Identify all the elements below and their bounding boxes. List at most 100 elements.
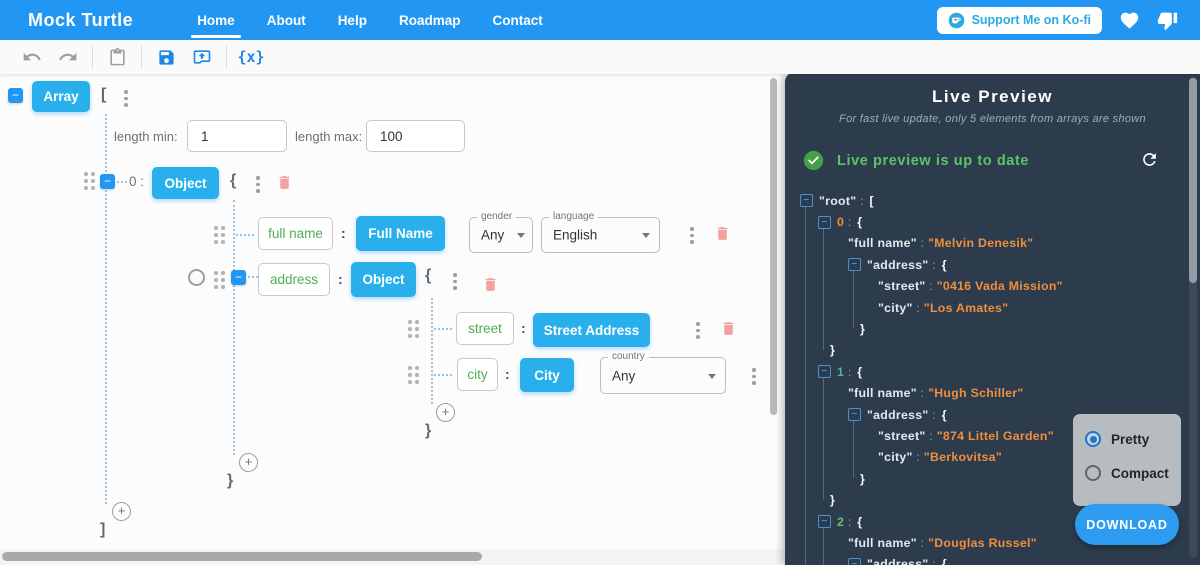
tree-line: −0 : { [800,211,1190,232]
json-key: 0 [837,215,845,230]
colon: : [338,271,343,287]
radio-unselected-icon[interactable] [1085,465,1101,481]
collapse-node-icon[interactable]: − [818,365,831,379]
collapse-object-icon[interactable] [100,174,115,189]
toolbar-separator [226,46,227,68]
nav-item-help[interactable]: Help [337,12,367,28]
drag-handle-icon[interactable] [408,320,419,338]
tree-guide-line [853,271,854,329]
main-nav: Home About Help Roadmap Contact [181,0,559,40]
object-guide-line [233,200,235,455]
kebab-menu-icon[interactable] [121,87,131,110]
add-field-button[interactable] [436,403,455,422]
compact-option-label: Compact [1111,465,1169,481]
length-min-input[interactable] [187,120,287,152]
refresh-icon[interactable] [1140,150,1160,170]
undo-button[interactable] [19,44,45,70]
json-brace: } [830,493,836,508]
tree-line: "city" : "Los Amates" [800,297,1190,318]
kebab-menu-icon[interactable] [253,173,263,196]
heart-icon[interactable] [1118,9,1140,31]
nav-item-roadmap[interactable]: Roadmap [398,12,461,28]
language-select[interactable]: language English [541,211,660,253]
vertical-scrollbar[interactable] [770,78,777,415]
street-key-input[interactable] [456,312,514,345]
toolbar-separator [92,46,93,68]
city-type-button[interactable]: City [520,358,574,392]
tree-line: "street" : "0416 Vada Mission" [800,276,1190,297]
tree-line: "full name" : "Melvin Denesik" [800,233,1190,254]
nav-item-contact[interactable]: Contact [492,12,543,28]
json-colon: : [916,535,929,550]
json-brace: } [860,322,866,337]
code-braces-button[interactable]: {x} [237,48,265,66]
kebab-menu-icon[interactable] [687,224,697,247]
format-option-compact[interactable]: Compact [1085,460,1169,486]
drag-handle-icon[interactable] [408,366,419,384]
city-key-input[interactable] [457,358,498,391]
address-key-input[interactable] [258,263,330,296]
fullname-type-button[interactable]: Full Name [356,216,445,251]
kebab-menu-icon[interactable] [749,365,759,388]
tree-line: −"root" : [ [800,190,1190,211]
redo-button[interactable] [55,44,81,70]
colon: : [505,366,510,382]
json-key: "full name" [848,236,917,251]
fullname-key-input[interactable] [258,217,333,250]
collapse-node-icon[interactable]: − [818,515,831,529]
navbar: Mock Turtle Home About Help Roadmap Cont… [0,0,1200,40]
preview-scrollbar[interactable] [1189,78,1197,283]
add-item-button[interactable] [112,502,131,521]
connector [434,374,452,376]
drag-handle-icon[interactable] [214,226,225,244]
collapse-array-icon[interactable] [8,88,23,103]
gender-select[interactable]: gender Any [469,211,533,253]
json-key: "city" [878,450,913,465]
brand-logo[interactable]: Mock Turtle [28,9,134,30]
tree-line: −"address" : { [800,254,1190,275]
tree-line: } [800,318,1190,339]
json-brace: { [857,364,863,379]
drag-handle-icon[interactable] [214,271,225,289]
json-brace: } [830,343,836,358]
kebab-menu-icon[interactable] [450,270,460,293]
json-colon: : [844,364,856,379]
kebab-menu-icon[interactable] [693,319,703,342]
collapse-node-icon[interactable]: − [848,258,861,272]
radio-selected-icon[interactable] [1085,431,1101,447]
delete-icon[interactable] [274,172,294,192]
add-field-button[interactable] [239,453,258,472]
country-select-value: Any [612,368,636,383]
format-option-pretty[interactable]: Pretty [1085,426,1169,452]
collapse-node-icon[interactable]: − [818,215,831,229]
delete-icon[interactable] [718,318,738,338]
download-button[interactable]: DOWNLOAD [1075,504,1179,545]
length-max-input[interactable] [366,120,465,152]
array-type-button[interactable]: Array [32,81,90,112]
preview-subtitle: For fast live update, only 5 elements fr… [839,113,1146,125]
collapse-address-icon[interactable] [231,270,246,285]
street-type-button[interactable]: Street Address [533,313,650,347]
drag-handle-icon[interactable] [84,172,95,190]
address-type-button[interactable]: Object [351,262,416,297]
collapse-node-icon[interactable]: − [848,557,861,565]
horizontal-scrollbar[interactable] [2,552,482,561]
save-button[interactable] [153,44,179,70]
tree-line: "street" : "874 Littel Garden" [800,425,1190,446]
nav-item-home[interactable]: Home [191,0,241,40]
nav-item-about[interactable]: About [266,12,306,28]
thumbs-down-icon[interactable] [1156,9,1178,31]
paste-clipboard-button[interactable] [104,44,130,70]
delete-icon[interactable] [712,223,732,243]
delete-icon[interactable] [480,274,500,294]
kofi-support-button[interactable]: Support Me on Ko-fi [936,6,1102,34]
collapse-node-icon[interactable]: − [848,408,861,422]
object-type-button[interactable]: Object [152,167,219,199]
country-select[interactable]: country Any [600,351,726,394]
export-folder-button[interactable] [189,44,215,70]
tree-line: "full name" : "Hugh Schiller" [800,383,1190,404]
colon: : [341,225,346,241]
collapse-node-icon[interactable]: − [800,194,813,208]
address-radio[interactable] [188,269,205,286]
check-circle-icon [803,150,824,171]
